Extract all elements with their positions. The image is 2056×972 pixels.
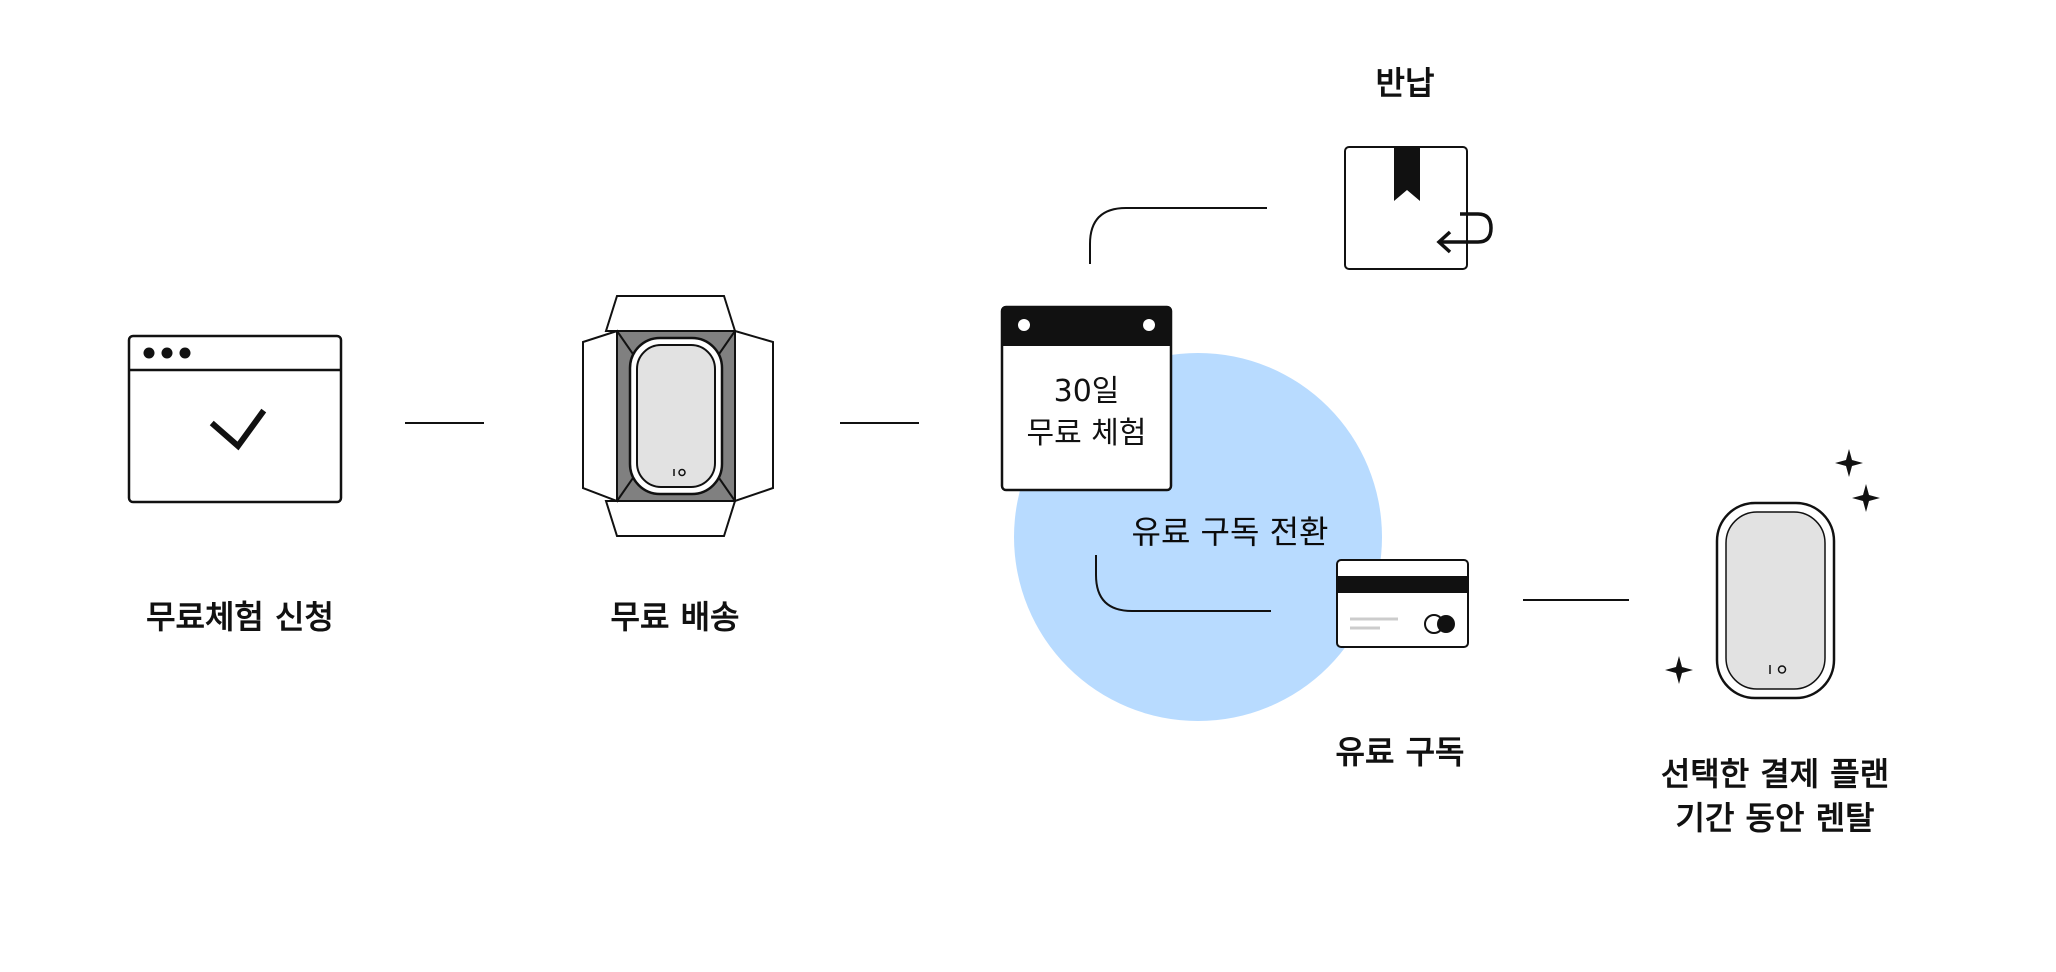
- device-icon: [1715, 501, 1836, 700]
- return-step-label: 반납: [1375, 64, 1435, 102]
- open-box-device-icon: [582, 295, 774, 537]
- calendar-trial-text: 무료 체험: [1026, 416, 1147, 451]
- rental-step-label-line1: 선택한 결제 플랜: [1660, 755, 1890, 793]
- delivery-step-label: 무료 배송: [610, 598, 740, 636]
- calendar-days-text: 30일: [1053, 374, 1120, 409]
- browser-check-icon: [127, 334, 343, 504]
- sparkle-icon: [1665, 656, 1693, 684]
- credit-card-icon: [1336, 559, 1469, 648]
- sparkle-icon: [1835, 449, 1863, 477]
- return-connector-line: [1089, 207, 1267, 264]
- subscription-step-label: 유료 구독: [1335, 733, 1465, 771]
- calendar-icon: [1000, 305, 1173, 492]
- subscription-connector-line: [1095, 555, 1271, 612]
- conversion-label: 유료 구독 전환: [1131, 513, 1329, 551]
- rental-step-label-line2: 기간 동안 렌탈: [1675, 799, 1875, 837]
- sparkle-icon: [1852, 484, 1880, 512]
- apply-step-label: 무료체험 신청: [146, 598, 334, 636]
- return-box-icon: [1344, 146, 1493, 270]
